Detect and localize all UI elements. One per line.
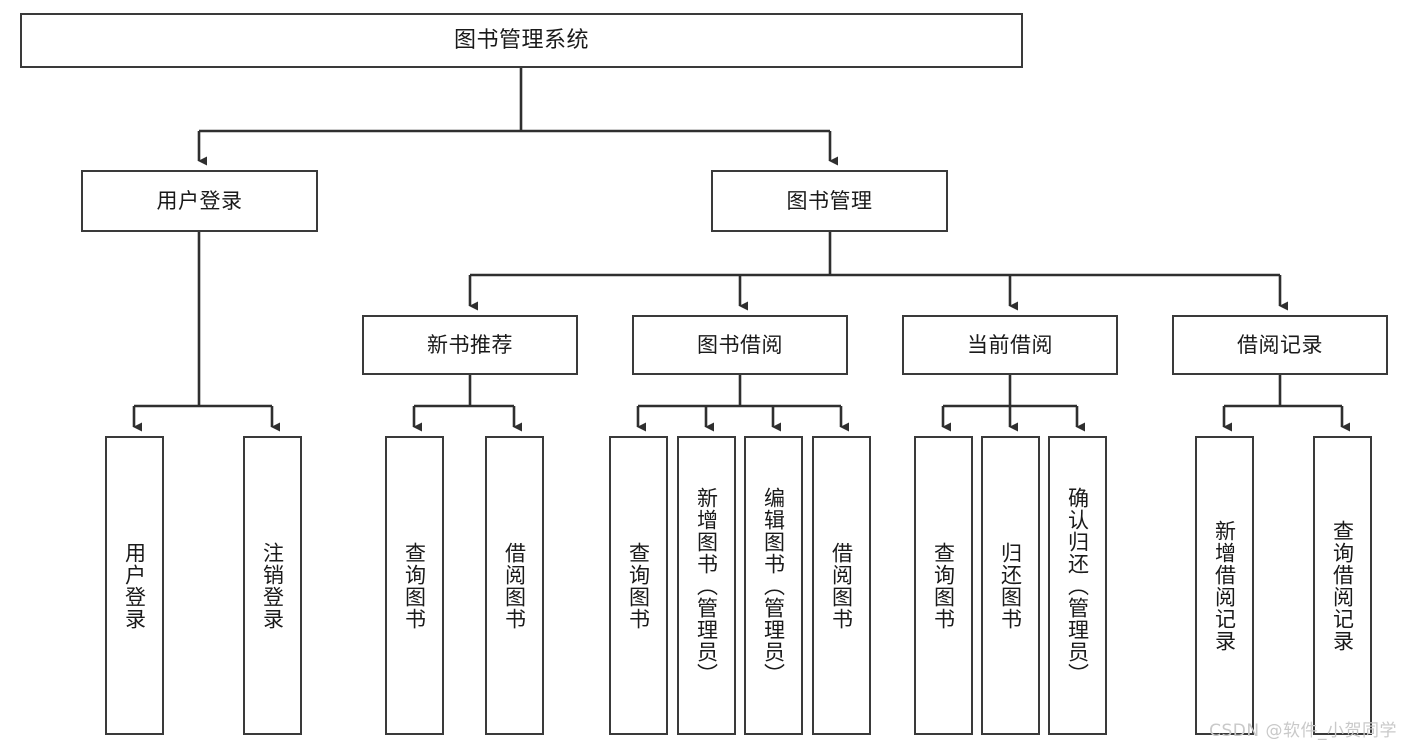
node-label: 查询图书 xyxy=(402,541,427,630)
node-label: 注销登录 xyxy=(260,541,285,630)
leaf-query-books-current[interactable]: 查询图书 xyxy=(914,436,973,735)
leaf-borrow-books[interactable]: 借阅图书 xyxy=(812,436,871,735)
node-label: 借阅记录 xyxy=(1237,332,1323,357)
node-label: 查询图书 xyxy=(931,541,956,630)
leaf-add-borrow-record[interactable]: 新增借阅记录 xyxy=(1195,436,1254,735)
leaf-confirm-return-admin[interactable]: 确认归还（管理员） xyxy=(1048,436,1107,735)
node-label: 借阅图书 xyxy=(829,541,854,630)
node-label: 查询借阅记录 xyxy=(1330,519,1355,652)
node-label: 新增借阅记录 xyxy=(1212,519,1237,652)
node-label: 图书管理 xyxy=(786,188,873,213)
node-label: 归还图书 xyxy=(998,541,1023,630)
node-label: 图书借阅 xyxy=(697,332,783,357)
node-new-book-recommend[interactable]: 新书推荐 xyxy=(362,315,578,375)
leaf-user-login[interactable]: 用户登录 xyxy=(105,436,164,735)
node-label: 用户登录 xyxy=(156,188,243,213)
node-label: 当前借阅 xyxy=(967,332,1053,357)
leaf-borrow-books-recommend[interactable]: 借阅图书 xyxy=(485,436,544,735)
leaf-return-books[interactable]: 归还图书 xyxy=(981,436,1040,735)
node-book-borrow[interactable]: 图书借阅 xyxy=(632,315,848,375)
node-label: 确认归还（管理员） xyxy=(1065,486,1090,685)
leaf-query-books-recommend[interactable]: 查询图书 xyxy=(385,436,444,735)
node-label: 新书推荐 xyxy=(427,332,513,357)
node-label: 借阅图书 xyxy=(502,541,527,630)
leaf-add-book-admin[interactable]: 新增图书（管理员） xyxy=(677,436,736,735)
node-current-borrow[interactable]: 当前借阅 xyxy=(902,315,1118,375)
node-label: 查询图书 xyxy=(626,541,651,630)
csdn-watermark: CSDN @软件_小贺同学 xyxy=(1209,721,1397,741)
node-label: 图书管理系统 xyxy=(453,27,589,53)
leaf-logout-login[interactable]: 注销登录 xyxy=(243,436,302,735)
node-label: 用户登录 xyxy=(122,541,147,630)
node-book-management[interactable]: 图书管理 xyxy=(711,170,948,232)
node-root-system[interactable]: 图书管理系统 xyxy=(20,13,1023,68)
node-borrow-record[interactable]: 借阅记录 xyxy=(1172,315,1388,375)
node-label: 编辑图书（管理员） xyxy=(761,486,786,685)
leaf-edit-book-admin[interactable]: 编辑图书（管理员） xyxy=(744,436,803,735)
node-label: 新增图书（管理员） xyxy=(694,486,719,685)
leaf-query-books-borrow[interactable]: 查询图书 xyxy=(609,436,668,735)
leaf-query-borrow-record[interactable]: 查询借阅记录 xyxy=(1313,436,1372,735)
node-user-login[interactable]: 用户登录 xyxy=(81,170,318,232)
